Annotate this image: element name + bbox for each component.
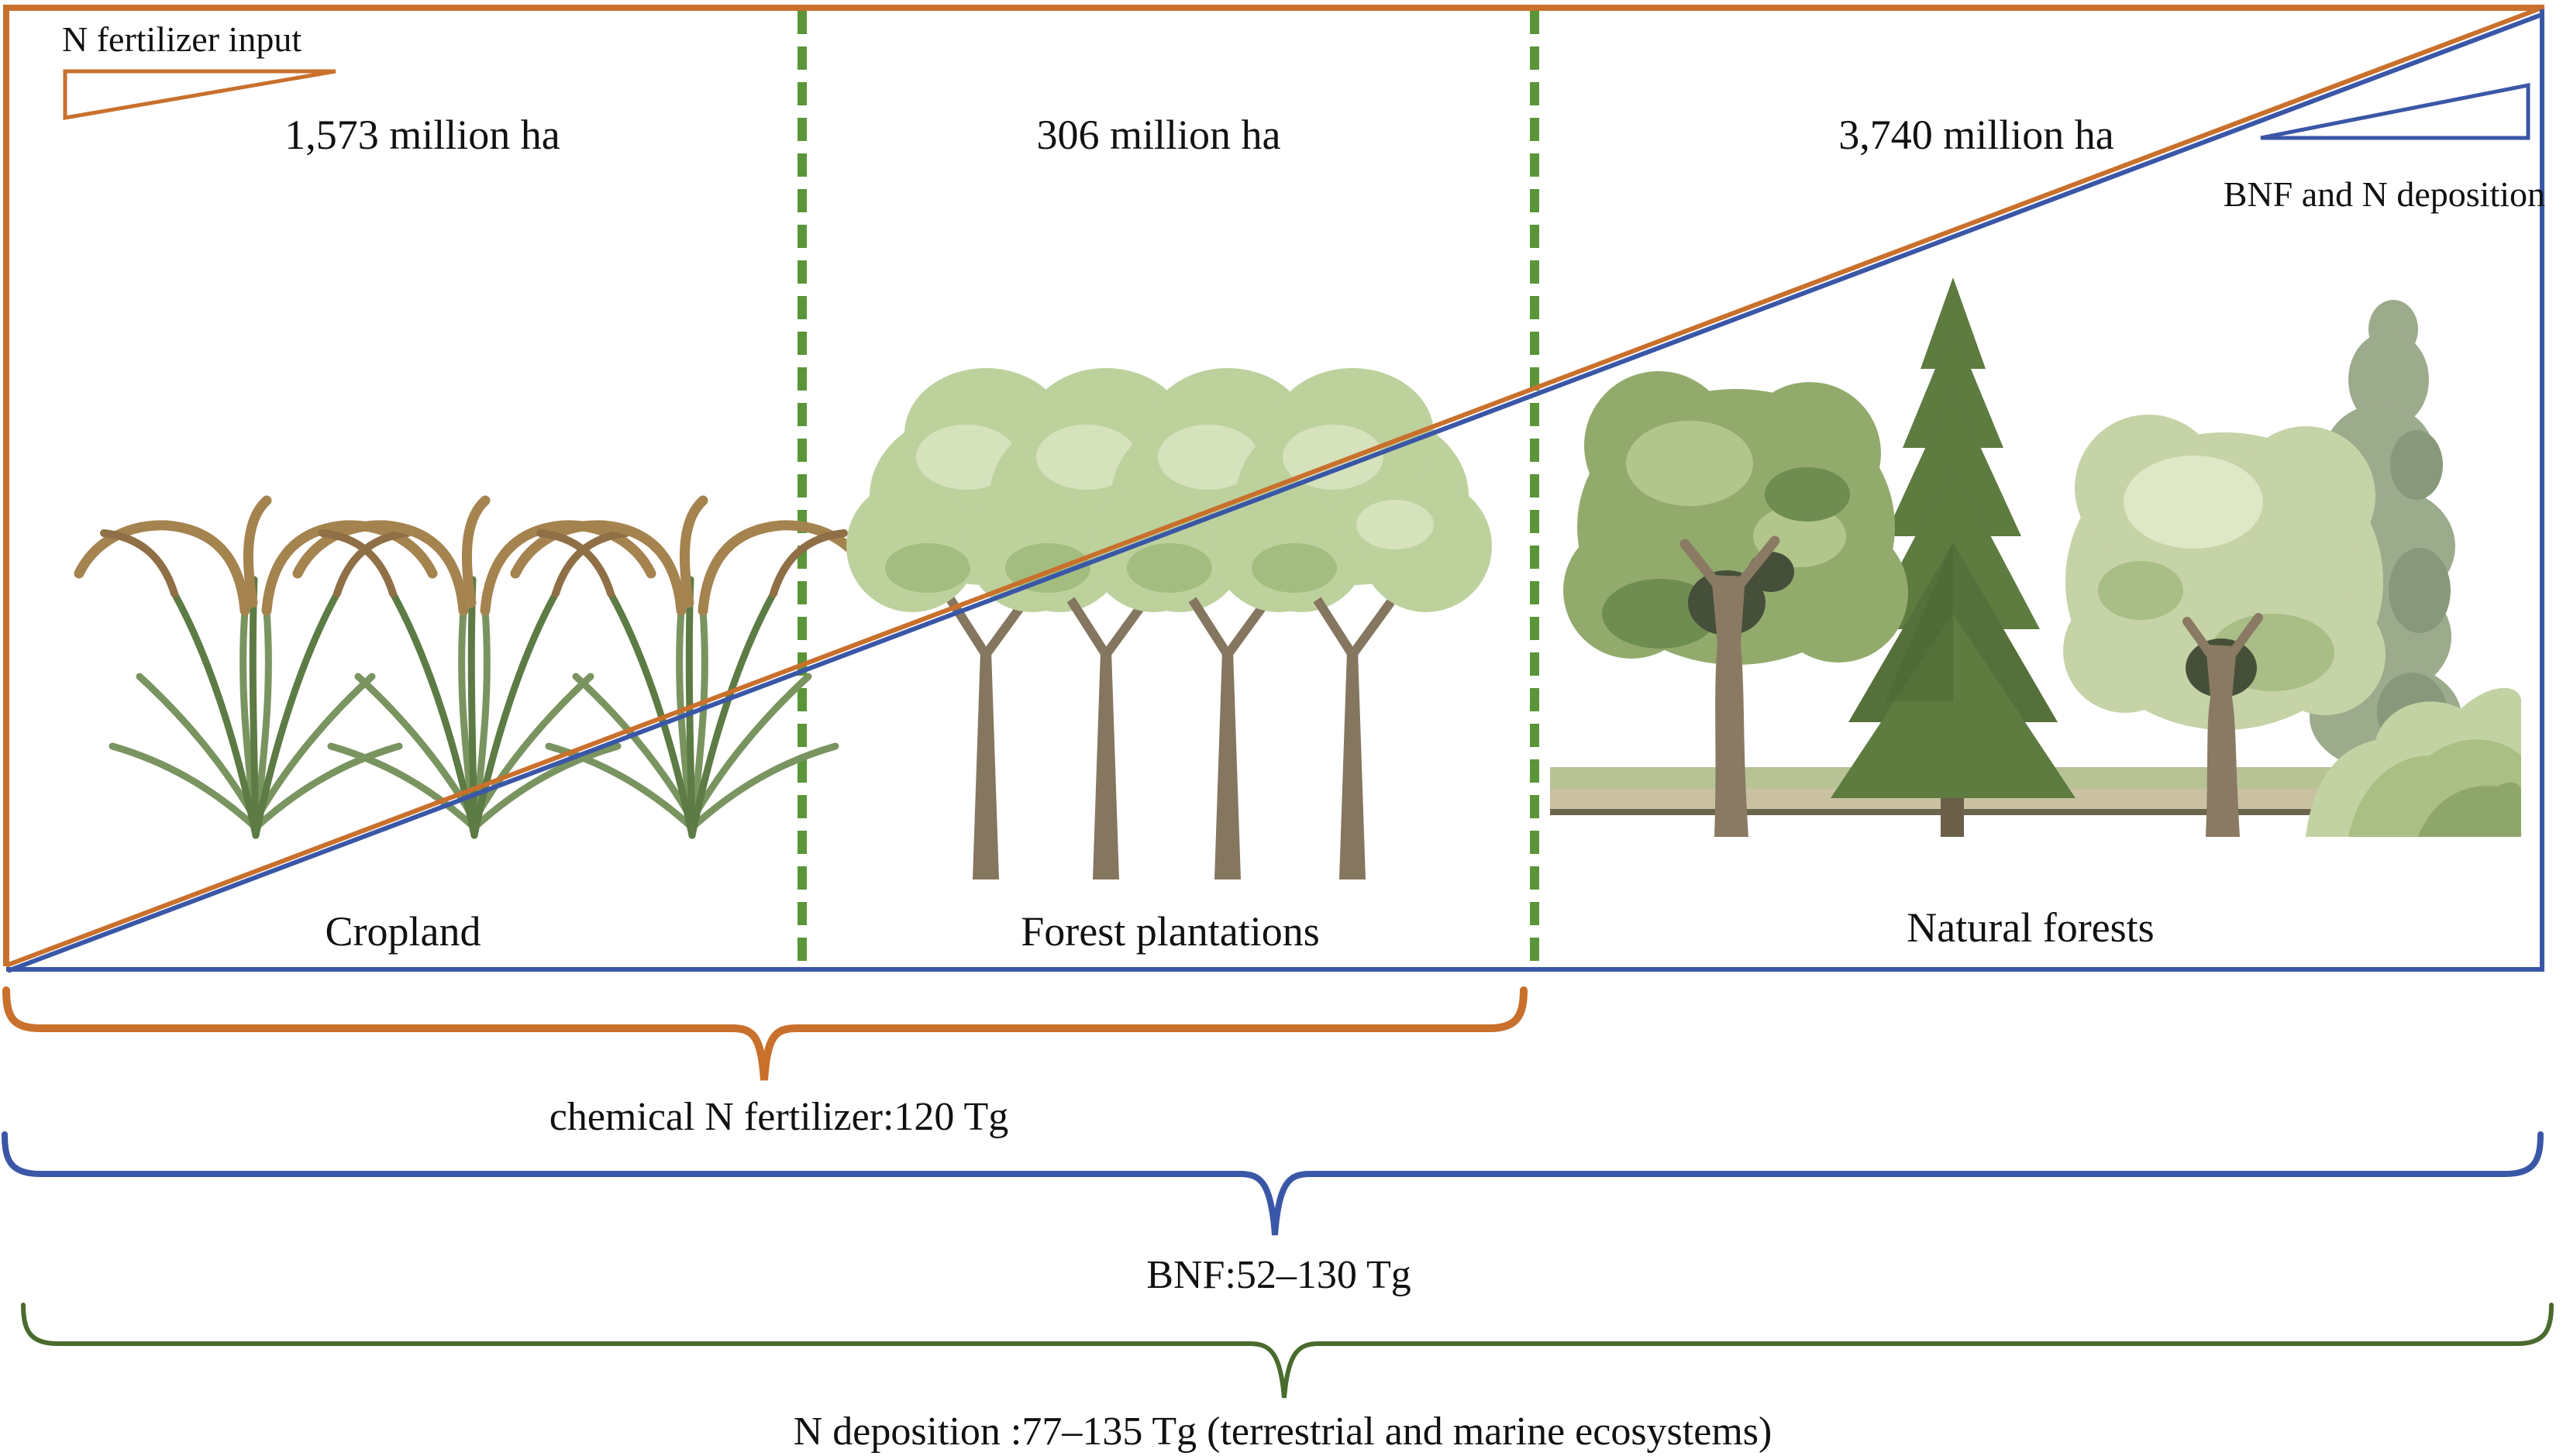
naturalforests-section-label: Natural forests [1907, 904, 2154, 951]
bnf-bracket-label: BNF:52–130 Tg [1146, 1253, 1411, 1297]
spruce-tree [1831, 277, 2076, 837]
plantations-area-label: 306 million ha [1037, 112, 1281, 158]
fertilizer-wedge-icon [63, 69, 336, 120]
bush [2306, 687, 2521, 837]
natural-forest-illustration [1550, 277, 2521, 837]
naturalforests-area-label: 3,740 million ha [1838, 112, 2114, 158]
deposition-bracket-label: N deposition :77–135 Tg (terrestrial and… [794, 1410, 1772, 1454]
bnf-bracket [2, 1131, 2544, 1236]
cropland-plants-illustration [79, 501, 869, 835]
bnf-wedge-icon [2260, 82, 2530, 140]
deciduous-tree-left [1563, 371, 1908, 837]
cropland-area-label: 1,573 million ha [284, 112, 560, 158]
bnf-gradient-diagonal [6, 12, 2545, 973]
bnf-gradient-label: BNF and N deposition [2224, 174, 2545, 214]
deposition-bracket [21, 1303, 2554, 1399]
bnf-wedge-border [6, 9, 2544, 972]
plantations-section-label: Forest plantations [1021, 908, 1319, 955]
fertilizer-gradient-diagonal [5, 5, 2544, 968]
ground-dark-line [1550, 809, 2521, 815]
forest-plantation-illustration [846, 368, 1492, 879]
cropland-section-label: Cropland [326, 908, 481, 955]
fertilizer-bracket [2, 986, 1528, 1081]
fertilizer-bracket-label: chemical N fertilizer:120 Tg [549, 1095, 1008, 1139]
light-tree-right [2063, 415, 2386, 837]
fertilizer-wedge-border [3, 5, 2544, 966]
fertilizer-gradient-label: N fertilizer input [62, 19, 301, 59]
